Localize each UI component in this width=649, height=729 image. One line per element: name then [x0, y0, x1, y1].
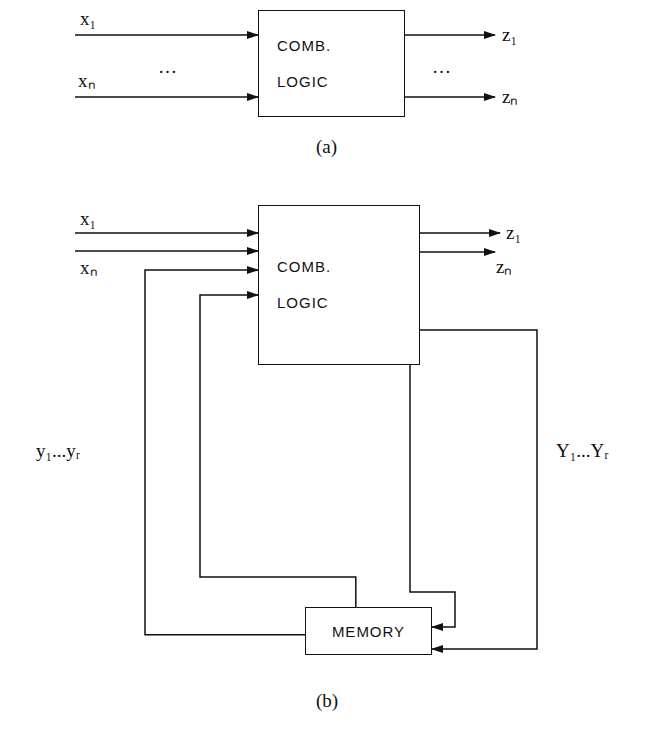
- signal-name: zₙ: [502, 86, 518, 108]
- signal-name: y₁...yᵣ: [36, 440, 80, 462]
- box-label: COMB. LOGIC: [277, 28, 349, 100]
- logic-box: COMB. LOGIC: [258, 10, 405, 117]
- signal-name: x₁: [80, 8, 96, 30]
- figure-caption: (a): [316, 136, 337, 158]
- figure-caption: (b): [316, 690, 338, 712]
- signal-name: z₁: [502, 24, 517, 46]
- signal-name: z₁: [506, 222, 521, 244]
- io-arrows: [75, 35, 500, 252]
- feedback-line: [200, 295, 356, 607]
- logic-box: COMB. LOGIC: [258, 205, 420, 365]
- box-label: COMB. LOGIC: [277, 249, 349, 321]
- box-label: MEMORY: [332, 623, 405, 640]
- signal-name: …: [432, 56, 451, 78]
- signal-name: zₙ: [496, 256, 512, 278]
- feedback-line: [410, 365, 455, 627]
- feedback-line: [145, 270, 305, 635]
- signal-name: x₁: [80, 208, 96, 230]
- signal-name: …: [158, 56, 177, 78]
- memory-box: MEMORY: [305, 607, 432, 655]
- signal-name: Y₁...Yᵣ: [556, 440, 609, 462]
- signal-name: xₙ: [80, 257, 98, 279]
- signal-name: xₙ: [78, 70, 96, 92]
- feedback-line: [420, 330, 537, 649]
